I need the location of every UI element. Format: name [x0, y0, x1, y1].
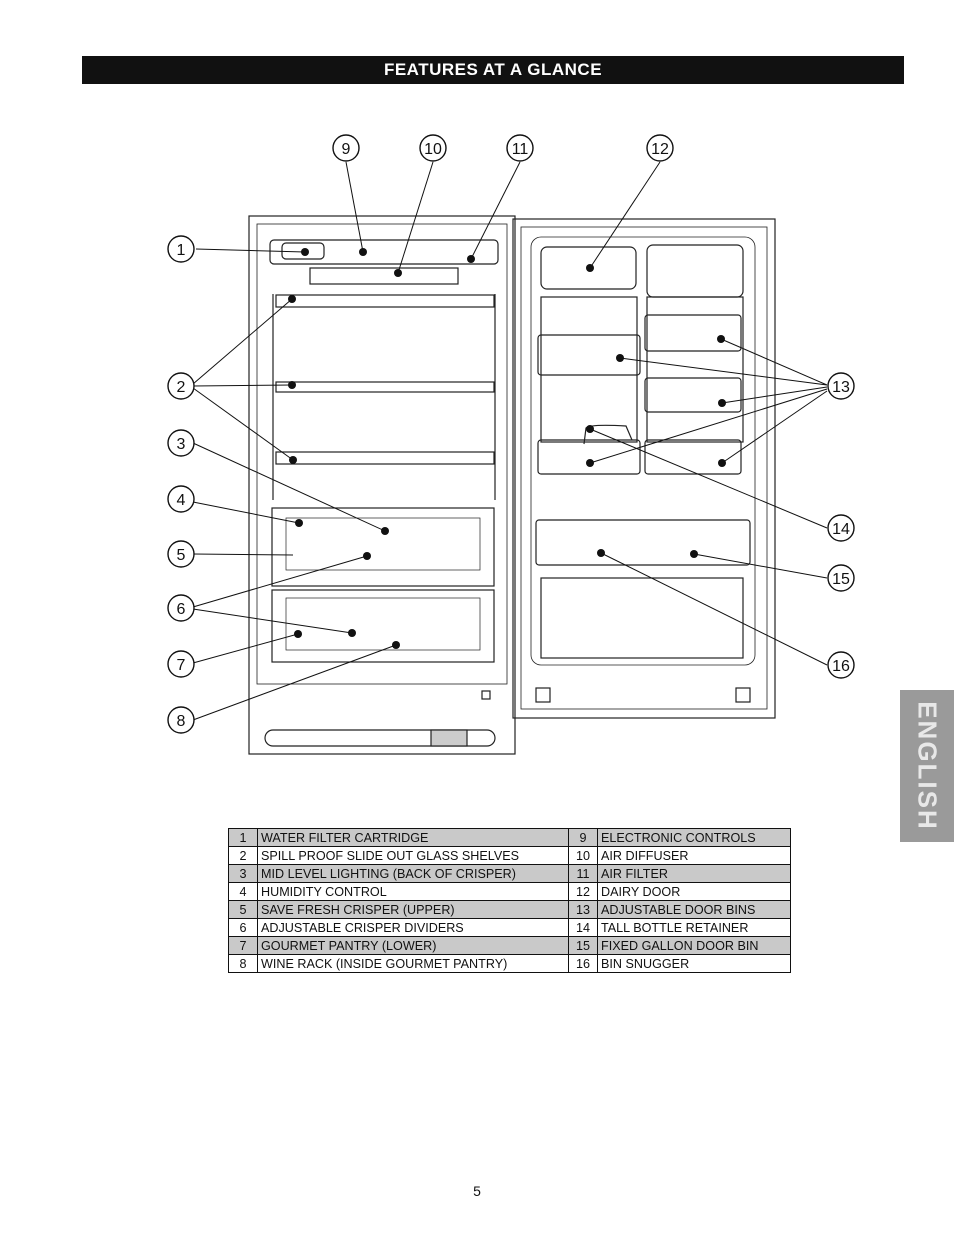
- callout-10: 10: [424, 141, 442, 158]
- table-row: 7 GOURMET PANTRY (LOWER) 15 FIXED GALLON…: [228, 936, 791, 955]
- callout-4: 4: [177, 492, 186, 509]
- air-diffuser: [309, 267, 459, 285]
- callout-1: 1: [177, 242, 186, 259]
- control-housing: [269, 239, 499, 265]
- refrigerator-diagram: 1 2 3 4 5 6 7 8 9 10 11 12 13 14 15 16: [167, 134, 855, 755]
- callout-2: 2: [177, 379, 186, 396]
- callout-9: 9: [342, 141, 351, 158]
- table-row: 1 WATER FILTER CARTRIDGE 9 ELECTRONIC CO…: [228, 828, 791, 847]
- door-outline: [512, 218, 776, 719]
- page-title: FEATURES AT A GLANCE: [82, 56, 904, 84]
- callout-16: 16: [832, 658, 850, 675]
- language-tab: ENGLISH: [900, 690, 954, 842]
- callout-7: 7: [177, 657, 186, 674]
- callout-3: 3: [177, 436, 186, 453]
- page-number: 5: [473, 1183, 481, 1199]
- lower-pantry: [271, 589, 495, 663]
- features-legend-table: 1 WATER FILTER CARTRIDGE 9 ELECTRONIC CO…: [228, 828, 791, 973]
- callout-6: 6: [177, 601, 186, 618]
- table-row: 6 ADJUSTABLE CRISPER DIVIDERS 14 TALL BO…: [228, 918, 791, 937]
- upper-crisper: [271, 507, 495, 587]
- callout-11: 11: [512, 141, 529, 158]
- callout-12: 12: [651, 141, 669, 158]
- callout-5: 5: [177, 547, 186, 564]
- table-row: 3 MID LEVEL LIGHTING (BACK OF CRISPER) 1…: [228, 864, 791, 883]
- dairy-door: [540, 246, 637, 290]
- table-row: 5 SAVE FRESH CRISPER (UPPER) 13 ADJUSTAB…: [228, 900, 791, 919]
- cabinet-outline: [248, 215, 516, 755]
- table-row: 2 SPILL PROOF SLIDE OUT GLASS SHELVES 10…: [228, 846, 791, 865]
- callout-15: 15: [832, 571, 850, 588]
- callout-13: 13: [832, 379, 850, 396]
- base-grille: [264, 729, 496, 747]
- callout-14: 14: [832, 521, 850, 538]
- table-row: 8 WINE RACK (INSIDE GOURMET PANTRY) 16 B…: [228, 954, 791, 973]
- gallon-door-bin: [535, 519, 751, 566]
- callout-8: 8: [177, 713, 186, 730]
- table-row: 4 HUMIDITY CONTROL 12 DAIRY DOOR: [228, 882, 791, 901]
